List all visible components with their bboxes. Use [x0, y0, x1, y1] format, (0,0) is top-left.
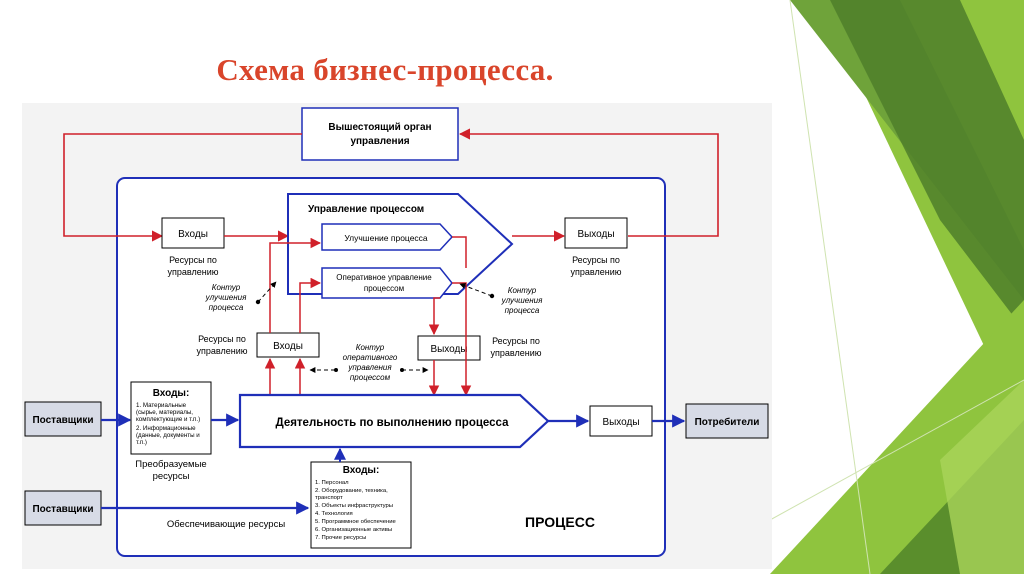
activity-label: Деятельность по выполнению процесса — [275, 417, 509, 429]
line-improvement-down — [452, 236, 467, 268]
inputs-main-title: Входы: — [153, 388, 190, 399]
svg-text:1. Материальные: 1. Материальные — [136, 402, 187, 409]
outputs-main-label: Выходы — [602, 417, 639, 428]
improvement-block: Улучшение процесса — [321, 223, 454, 251]
contour-left-arrow — [257, 281, 277, 303]
inputs-mid-label: Входы — [273, 341, 303, 352]
governing-body-line-1: Вышестоящий орган — [328, 122, 431, 133]
svg-text:(данные, документы и: (данные, документы и — [136, 432, 200, 439]
operative-label-1: Оперативное управление — [336, 273, 432, 282]
inputs-top-box: Входы — [161, 217, 225, 249]
support-items: 1. Персонал 2. Оборудование, техника, тр… — [315, 480, 397, 541]
management-title: Управление процессом — [308, 204, 424, 215]
process-label: ПРОЦЕСС — [525, 514, 595, 530]
arrow-outputs-to-governing — [458, 128, 719, 237]
outputs-top-label: Выходы — [577, 229, 614, 240]
svg-text:(сырье, материалы,: (сырье, материалы, — [136, 409, 193, 416]
transform-res-1: Преобразуемые — [135, 459, 206, 470]
svg-text:процесса: процесса — [209, 303, 244, 312]
res-left-mid-1: Ресурсы по — [198, 334, 246, 344]
support-title: Входы: — [343, 465, 380, 476]
contour-mid-label: Контур оперативного управления процессом — [343, 343, 398, 382]
slide-title: Схема бизнес-процесса. — [216, 52, 554, 87]
contour-mid-left-dot — [334, 368, 338, 372]
arrow-operative-to-activity — [452, 282, 472, 397]
inputs-mid-box: Входы — [256, 332, 320, 358]
svg-text:1. Персонал: 1. Персонал — [315, 480, 349, 486]
arrow-mid-inputs-to-improvement — [269, 237, 322, 333]
svg-text:транспорт: транспорт — [315, 495, 343, 501]
svg-text:Контур: Контур — [212, 283, 241, 292]
svg-text:5. Программное обеспечение: 5. Программное обеспечение — [315, 519, 397, 525]
suppliers-2-label: Поставщики — [32, 504, 93, 515]
outputs-top-box: Выходы — [564, 217, 628, 249]
governing-body-box: Вышестоящий орган управления — [301, 107, 459, 161]
operative-block: Оперативное управление процессом — [321, 267, 453, 299]
svg-text:управления: управления — [347, 363, 392, 372]
res-right-mid-2: управлению — [491, 348, 542, 358]
transform-res-2: ресурсы — [153, 471, 190, 482]
suppliers-1-label: Поставщики — [32, 415, 93, 426]
contour-right-dot — [489, 293, 495, 299]
outputs-mid-label: Выходы — [430, 344, 467, 355]
suppliers-box-1: Поставщики — [24, 401, 102, 437]
inputs-main-box: Входы: 1. Материальные (сырье, материалы… — [130, 381, 212, 455]
res-left-top-1: Ресурсы по — [169, 255, 217, 265]
contour-mid-right-dot — [400, 368, 404, 372]
svg-text:4. Технология: 4. Технология — [315, 511, 353, 517]
arrow-mid-inputs-to-operative — [299, 277, 322, 333]
inputs-top-label: Входы — [178, 229, 208, 240]
support-res-label: Обеспечивающие ресурсы — [167, 519, 286, 530]
svg-text:Контур: Контур — [508, 286, 537, 295]
svg-text:комплектующие и т.п.): комплектующие и т.п.) — [136, 416, 200, 423]
consumers-label: Потребители — [695, 416, 760, 428]
outputs-main-box: Выходы — [589, 405, 653, 437]
svg-text:7. Прочие ресурсы: 7. Прочие ресурсы — [315, 535, 366, 541]
svg-text:улучшения: улучшения — [205, 293, 247, 302]
improvement-label: Улучшение процесса — [344, 233, 428, 243]
svg-text:2. Оборудование, техника,: 2. Оборудование, техника, — [315, 488, 388, 494]
suppliers-box-2: Поставщики — [24, 490, 102, 526]
arrow-operative-to-mid-outputs — [428, 297, 440, 336]
operative-label-2: процессом — [364, 284, 404, 293]
svg-text:улучшения: улучшения — [501, 296, 543, 305]
res-left-mid-2: управлению — [197, 346, 248, 356]
contour-left-dot — [255, 299, 261, 305]
svg-text:Контур: Контур — [356, 343, 385, 352]
process-frame — [116, 177, 666, 557]
res-left-top-2: управлению — [168, 267, 219, 277]
svg-text:оперативного: оперативного — [343, 353, 398, 362]
contour-right-arrow — [459, 283, 493, 297]
consumers-box: Потребители — [685, 403, 769, 439]
svg-text:процессом: процессом — [350, 373, 391, 382]
res-right-top-2: управлению — [571, 267, 622, 277]
svg-text:6. Организационные активы: 6. Организационные активы — [315, 527, 392, 533]
svg-text:2. Информационные: 2. Информационные — [136, 425, 196, 432]
contour-left-label: Контур улучшения процесса — [205, 283, 247, 312]
outputs-mid-box: Выходы — [417, 335, 481, 361]
svg-text:3. Объекты инфраструктуры: 3. Объекты инфраструктуры — [315, 503, 393, 509]
arrow-governing-to-inputs — [63, 133, 302, 242]
support-inputs-box: Входы: 1. Персонал 2. Оборудование, техн… — [310, 461, 412, 549]
svg-text:т.п.): т.п.) — [136, 439, 147, 446]
governing-body-line-2: управления — [350, 136, 409, 147]
inputs-main-items: 1. Материальные (сырье, материалы, компл… — [136, 402, 200, 446]
contour-right-label: Контур улучшения процесса — [501, 286, 543, 315]
svg-text:процесса: процесса — [505, 306, 540, 315]
res-right-top-1: Ресурсы по — [572, 255, 620, 265]
res-right-mid-1: Ресурсы по — [492, 336, 540, 346]
activity-block: Деятельность по выполнению процесса — [238, 393, 550, 449]
